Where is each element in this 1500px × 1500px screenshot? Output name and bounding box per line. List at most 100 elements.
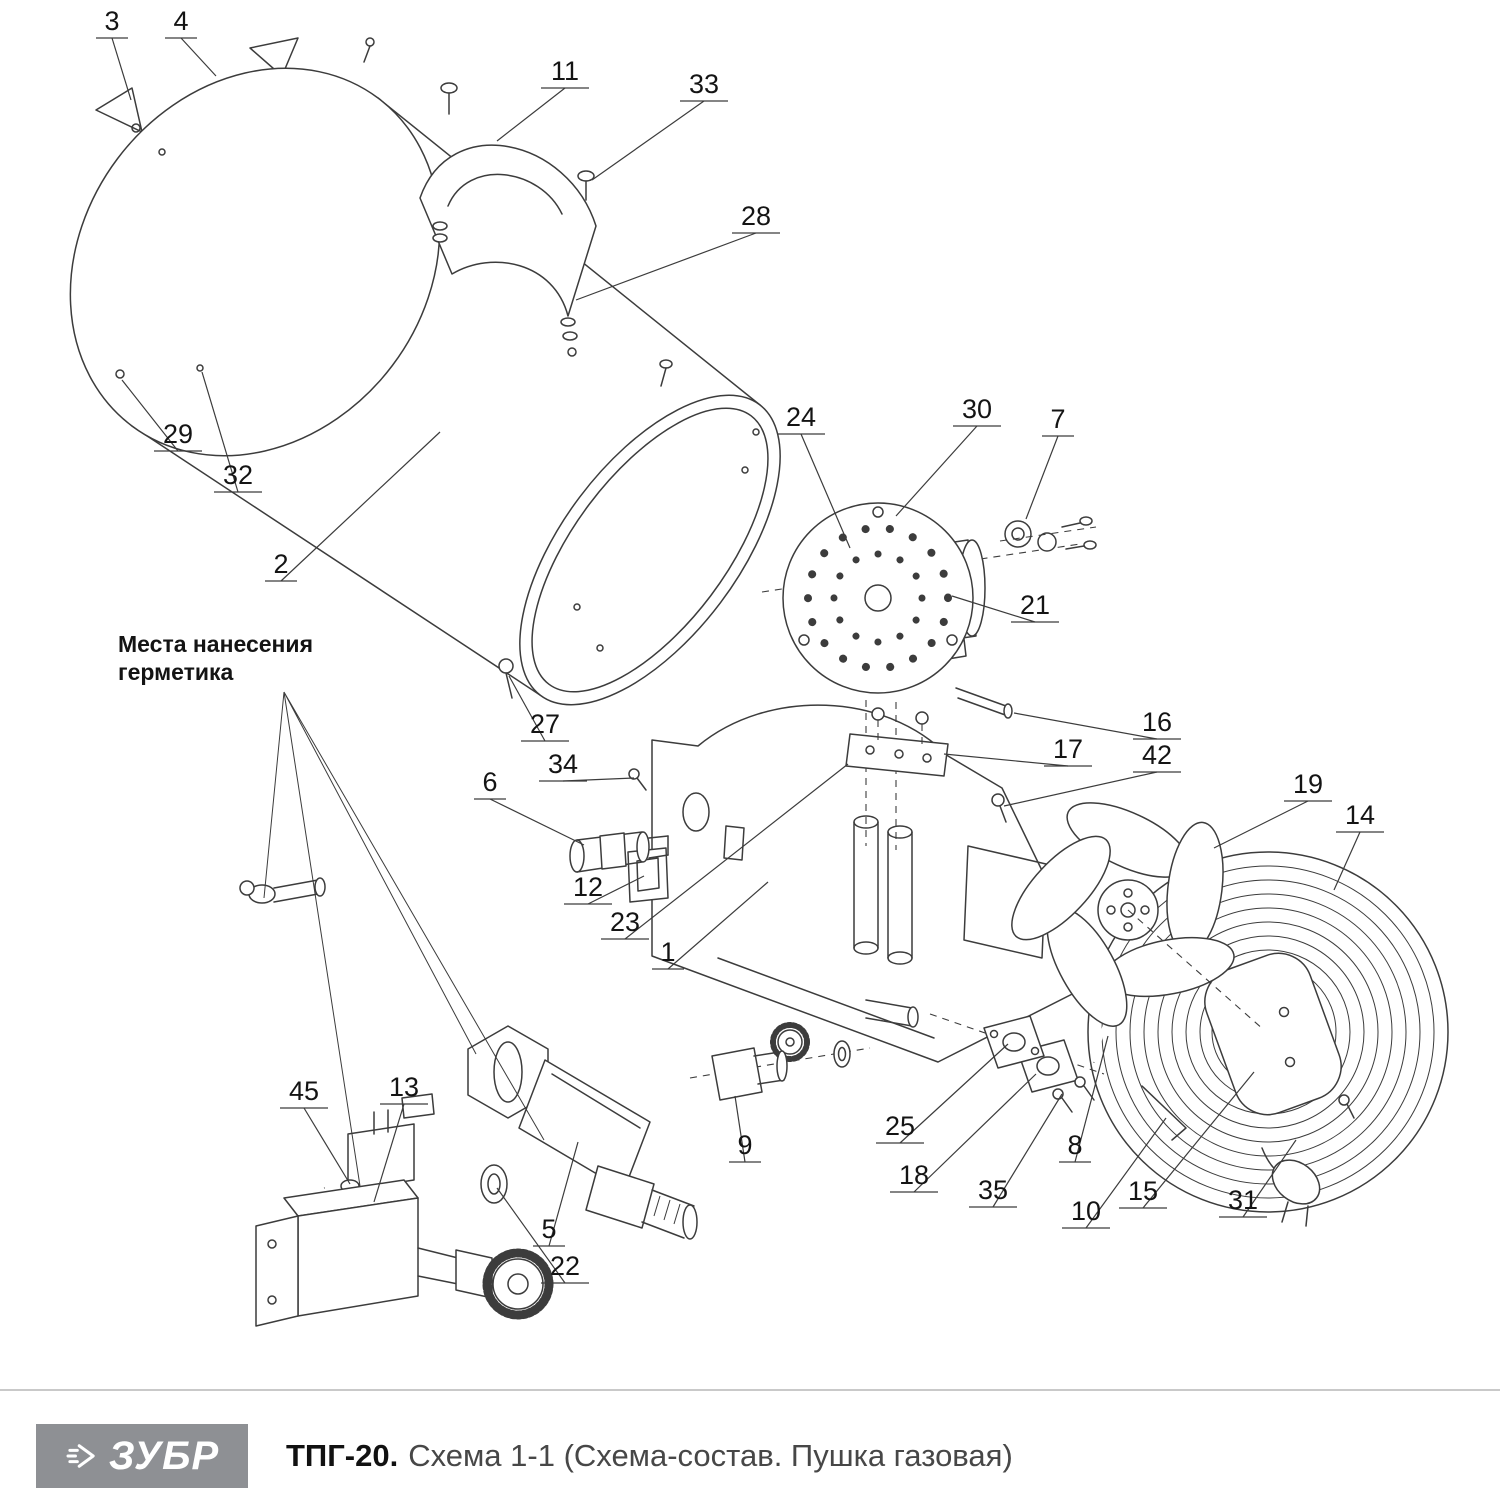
callout-label-7: 7 [1050, 404, 1065, 434]
grille-center-panel [1204, 952, 1342, 1116]
callout-label-25: 25 [885, 1111, 915, 1141]
thermocouple [1004, 520, 1032, 548]
schema-subtitle: Схема 1-1 (Схема-состав. Пушка газовая) [408, 1438, 1013, 1473]
motor-bracket [1141, 1085, 1187, 1141]
callout-leader-10 [1085, 1117, 1167, 1229]
gas-union [689, 1022, 871, 1101]
callout-label-30: 30 [962, 394, 992, 424]
sealant-note-line1: Места нанесения [118, 631, 313, 657]
callout-label-21: 21 [1020, 590, 1050, 620]
callout-label-5: 5 [541, 1214, 556, 1244]
screw-27 [498, 658, 514, 674]
callout-label-27: 27 [530, 709, 560, 739]
callout-leader-31 [1242, 1139, 1297, 1218]
chassis [569, 704, 1097, 1063]
outlet-flange [983, 1015, 1045, 1069]
washer [833, 1040, 851, 1068]
callout-leader-5 [548, 1141, 579, 1247]
callout-leader-33 [591, 100, 705, 181]
regulator-hex-nut [467, 1025, 549, 1119]
callout-leader-8 [1074, 1035, 1109, 1163]
callout-label-11: 11 [551, 56, 579, 86]
callout-leader-6 [489, 798, 585, 846]
cylinder-front-opening [519, 394, 781, 706]
gas-inlet-fitting [569, 839, 585, 873]
callout-label-14: 14 [1345, 800, 1375, 830]
callout-leader-17 [943, 753, 1069, 767]
callout-label-3: 3 [104, 6, 119, 36]
callout-label-6: 6 [482, 767, 497, 797]
knurled-nut [770, 1022, 810, 1062]
cylinder-back-cap [69, 67, 441, 457]
callout-leader-18 [913, 1073, 1037, 1193]
callout-label-24: 24 [786, 402, 816, 432]
sealant-note-line2: герметика [118, 659, 234, 685]
callout-leader-12 [587, 875, 645, 905]
callout-label-9: 9 [737, 1130, 752, 1160]
screw-42 [991, 793, 1005, 807]
handle-screw [440, 82, 458, 94]
callout-leader-9 [734, 1095, 746, 1163]
footer-divider [0, 1389, 1500, 1391]
zubr-arrow-icon [66, 1444, 95, 1468]
solenoid-coil [347, 1123, 415, 1191]
diagram-title: ТПГ-20.Схема 1-1 (Схема-состав. Пушка га… [286, 1438, 1013, 1474]
callout-leader-28 [575, 232, 757, 301]
callout-label-10: 10 [1071, 1196, 1101, 1226]
callout-leader-7 [1025, 435, 1059, 520]
handle [419, 82, 597, 357]
callout-leader-25 [899, 1043, 1009, 1144]
callout-leader-1 [667, 881, 769, 970]
callout-label-33: 33 [689, 69, 719, 99]
power-plug [1271, 1159, 1321, 1205]
callout-label-17: 17 [1053, 734, 1083, 764]
handle-screw [577, 170, 595, 182]
callout-label-32: 32 [223, 460, 253, 490]
callout-leader-15 [1142, 1071, 1255, 1209]
callout-leader-23 [624, 763, 849, 940]
valve-bracket-plate [845, 733, 949, 777]
callout-label-15: 15 [1128, 1176, 1158, 1206]
callout-label-19: 19 [1293, 769, 1323, 799]
callout-leader-14 [1333, 831, 1361, 891]
callout-leader-27 [508, 675, 546, 742]
callout-label-45: 45 [289, 1076, 319, 1106]
callout-leader-29 [121, 379, 179, 452]
callout-label-23: 23 [610, 907, 640, 937]
regulator-body [518, 1059, 651, 1191]
callout-leader-42 [1003, 771, 1158, 807]
union-fitting [711, 1047, 763, 1101]
burner-assembly [761, 502, 1097, 850]
knurled-knob [482, 1248, 554, 1320]
combustion-chamber [69, 37, 781, 706]
callout-label-12: 12 [573, 872, 603, 902]
callout-leader-22 [496, 1187, 566, 1284]
igniter-electrode [1003, 703, 1013, 719]
callout-leader-3 [111, 37, 132, 101]
callout-leader-13 [373, 1103, 405, 1203]
loose-screws [363, 37, 673, 791]
callout-label-35: 35 [978, 1175, 1008, 1205]
callout-leader-24 [800, 433, 851, 549]
callout-label-16: 16 [1142, 707, 1172, 737]
screw-34 [628, 768, 640, 780]
callout-leader-16 [1013, 712, 1158, 740]
callout-leader-32 [201, 371, 239, 493]
callout-label-31: 31 [1228, 1185, 1258, 1215]
callout-label-28: 28 [741, 201, 771, 231]
sealant-annotation: Места нанесения герметика [118, 631, 545, 1187]
callout-leader-2 [280, 431, 441, 582]
mounting-bracket [95, 87, 143, 133]
callout-leader-35 [992, 1093, 1063, 1208]
callout-leader-30 [895, 425, 978, 517]
pressure-regulator [467, 1025, 698, 1240]
callout-leader-4 [180, 37, 217, 77]
callout-label-34: 34 [548, 749, 578, 779]
callout-label-42: 42 [1142, 740, 1172, 770]
callout-label-18: 18 [899, 1160, 929, 1190]
callout-label-1: 1 [660, 937, 675, 967]
mounting-bracket [249, 37, 299, 77]
outlet-flange-group [929, 1013, 1105, 1113]
callout-label-2: 2 [273, 549, 288, 579]
